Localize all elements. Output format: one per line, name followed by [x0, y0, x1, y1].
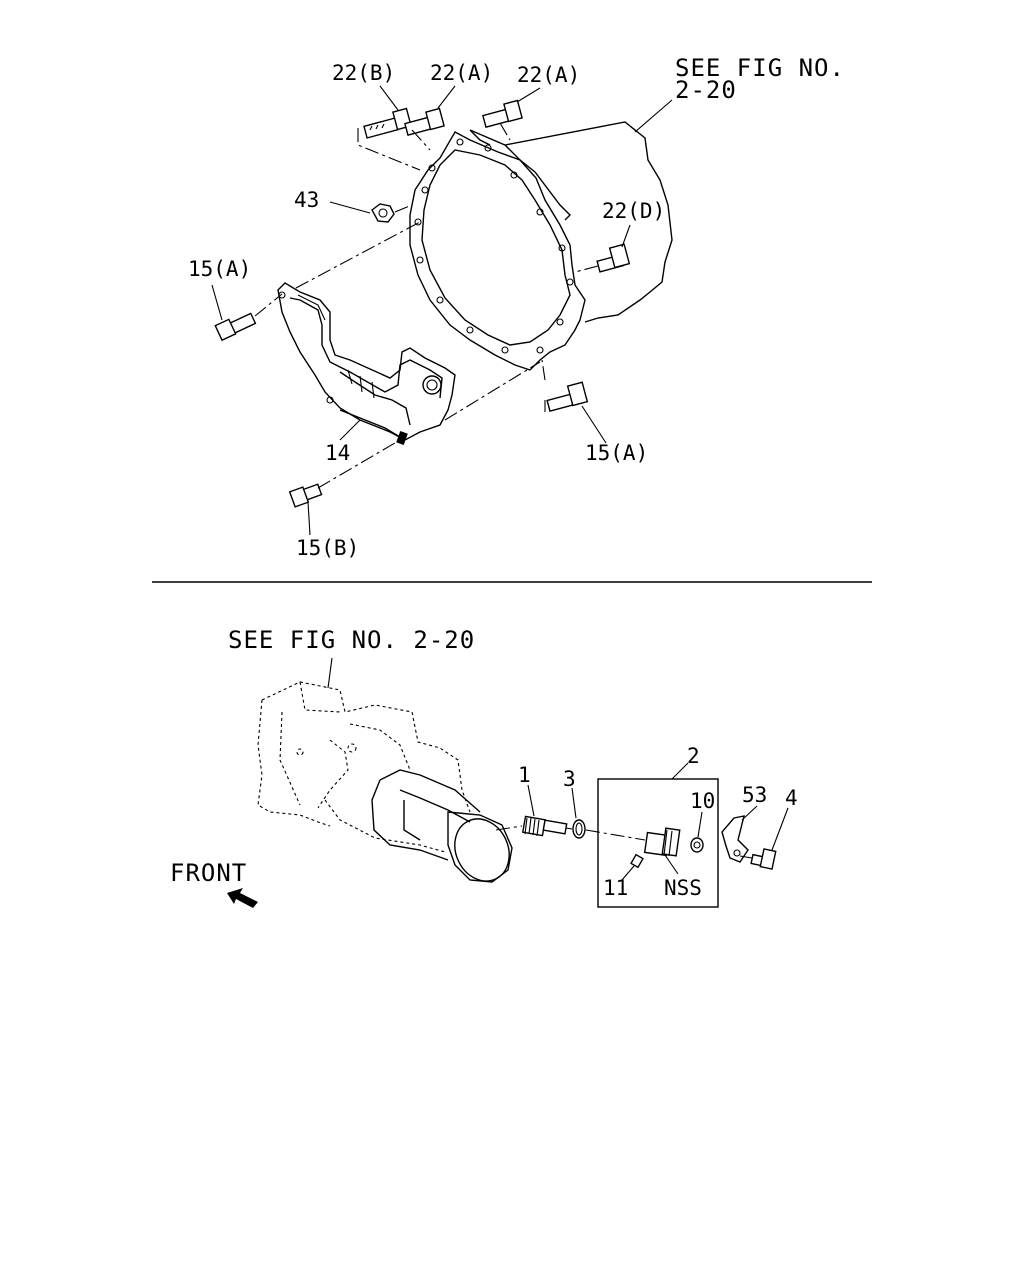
part-11-icon: [630, 853, 644, 869]
lower-view: SEE FIG NO. 2-20: [170, 626, 798, 908]
see-fig-upper-line1: SEE FIG NO.: [675, 54, 845, 82]
callout-15b: 15(B): [296, 536, 359, 560]
bell-housing-flange: [409, 131, 586, 371]
callout-11: 11: [603, 876, 628, 900]
callout-15a-left: 15(A): [188, 257, 251, 281]
part-10-icon: [690, 837, 704, 853]
bolt-4-icon: [750, 848, 777, 870]
callout-4: 4: [785, 786, 798, 810]
callout-22d: 22(D): [602, 199, 665, 223]
transmission-rear-body: [257, 681, 471, 853]
front-arrow-icon: [227, 888, 258, 908]
transmission-housing: [469, 121, 673, 323]
sensor-sleeve-icon: [643, 827, 681, 857]
see-fig-lower: SEE FIG NO. 2-20: [228, 626, 475, 654]
upper-view: SEE FIG NO. 2-20 22(B) 22(A) 22(A) 22(D)…: [188, 54, 845, 560]
bolt-15a-right-icon: [546, 381, 589, 413]
assembly-2-box: [597, 778, 719, 908]
bolt-15a-left-icon: [214, 312, 257, 342]
bolt-15b-icon: [288, 483, 323, 508]
callout-43: 43: [294, 188, 319, 212]
callout-22b: 22(B): [332, 61, 395, 85]
callout-14: 14: [325, 441, 350, 465]
callout-3: 3: [563, 767, 576, 791]
lock-plate-53-icon: [721, 815, 749, 863]
bolt-22a-1-icon: [404, 107, 445, 137]
bolt-22d-icon: [596, 243, 631, 273]
callout-2: 2: [687, 744, 700, 768]
callout-nss: NSS: [664, 876, 702, 900]
callout-22a-1: 22(A): [430, 61, 493, 85]
see-fig-upper-line2: 2-20: [675, 76, 737, 104]
dust-cover-14: [277, 282, 456, 446]
front-label: FRONT: [170, 859, 247, 887]
o-ring-3-icon: [572, 819, 586, 839]
callout-53: 53: [742, 783, 767, 807]
nut-43-icon: [371, 203, 395, 223]
callout-15a-right: 15(A): [585, 441, 648, 465]
callout-1: 1: [518, 763, 531, 787]
callout-22a-2: 22(A): [517, 63, 580, 87]
callout-10: 10: [690, 789, 715, 813]
bolt-22a-2-icon: [482, 99, 523, 129]
speedometer-gear-1-icon: [521, 815, 568, 837]
output-shaft: [371, 769, 513, 883]
bolt-22b-icon: [363, 107, 412, 139]
